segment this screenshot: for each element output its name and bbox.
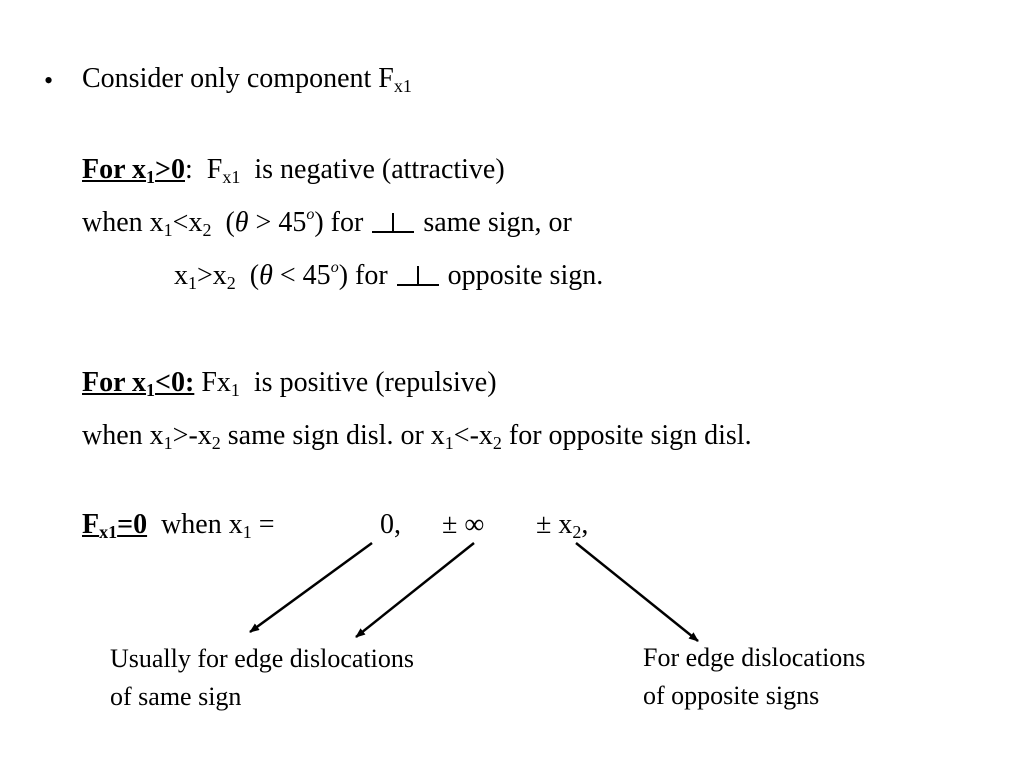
line-when-2: x1>x2 (θ < 45o) for opposite sign. [174,259,604,293]
zero-case-label: Fx1=0 [82,509,148,542]
edge-dislocation-icon [395,266,441,286]
arrow-x2-to-right-note [575,542,699,642]
consider-sub: x1 [393,76,412,96]
positive-colon: : [185,154,193,185]
positive-description: is negative (attractive) [254,154,505,185]
when2-theta-condition: (θ < 45o) [249,259,349,291]
zero-value-0: 0, [380,509,401,540]
negative-case-label: For x1<0: [82,367,195,400]
line-zero-case: Fx1=0 when x1 = [82,509,275,542]
line-consider: Consider only component Fx1 [82,63,412,96]
when2-for: for [355,260,388,291]
note-same-sign: Usually for edge dislocations of same si… [110,644,414,711]
when1-after: same sign, or [423,207,572,238]
when1-theta-condition: (θ > 45o) [225,206,324,238]
when2-condition: x1>x2 [174,260,236,293]
zero-when: when x1 = [161,509,275,542]
when2-after: opposite sign. [447,260,604,291]
consider-text: Consider only component F [82,63,394,94]
line-when-1: when x1<x2 (θ > 45o) for same sign, or [82,206,572,240]
positive-case-label: For x1>0 [82,154,185,187]
negative-description: is positive (repulsive) [253,367,497,398]
line-negative-case: For x1<0: Fx1 is positive (repulsive) [82,367,497,400]
note-opposite-signs: For edge dislocations of opposite signs [643,643,866,710]
when3-text: same sign disl. or x1<-x2 [227,420,502,453]
negative-force-symbol: Fx1 [201,367,240,400]
when3-condition: when x1>-x2 [82,420,221,453]
edge-dislocation-icon [370,213,416,233]
line-positive-case: For x1>0: Fx1 is negative (attractive) [82,154,505,187]
zero-value-infinity: ± ∞ [442,509,485,540]
when1-condition: when x1<x2 [82,207,212,240]
zero-value-x2: ± x2, [536,509,589,542]
arrow-zero-to-left-note [249,541,373,634]
positive-force-symbol: Fx1 [206,154,241,187]
when3-after: for opposite sign disl. [508,420,752,451]
arrow-infinity-to-left-note [355,542,475,638]
line-when-3: when x1>-x2 same sign disl. or x1<-x2 fo… [82,420,752,453]
when1-for: for [330,207,364,238]
bullet: • [44,66,54,95]
